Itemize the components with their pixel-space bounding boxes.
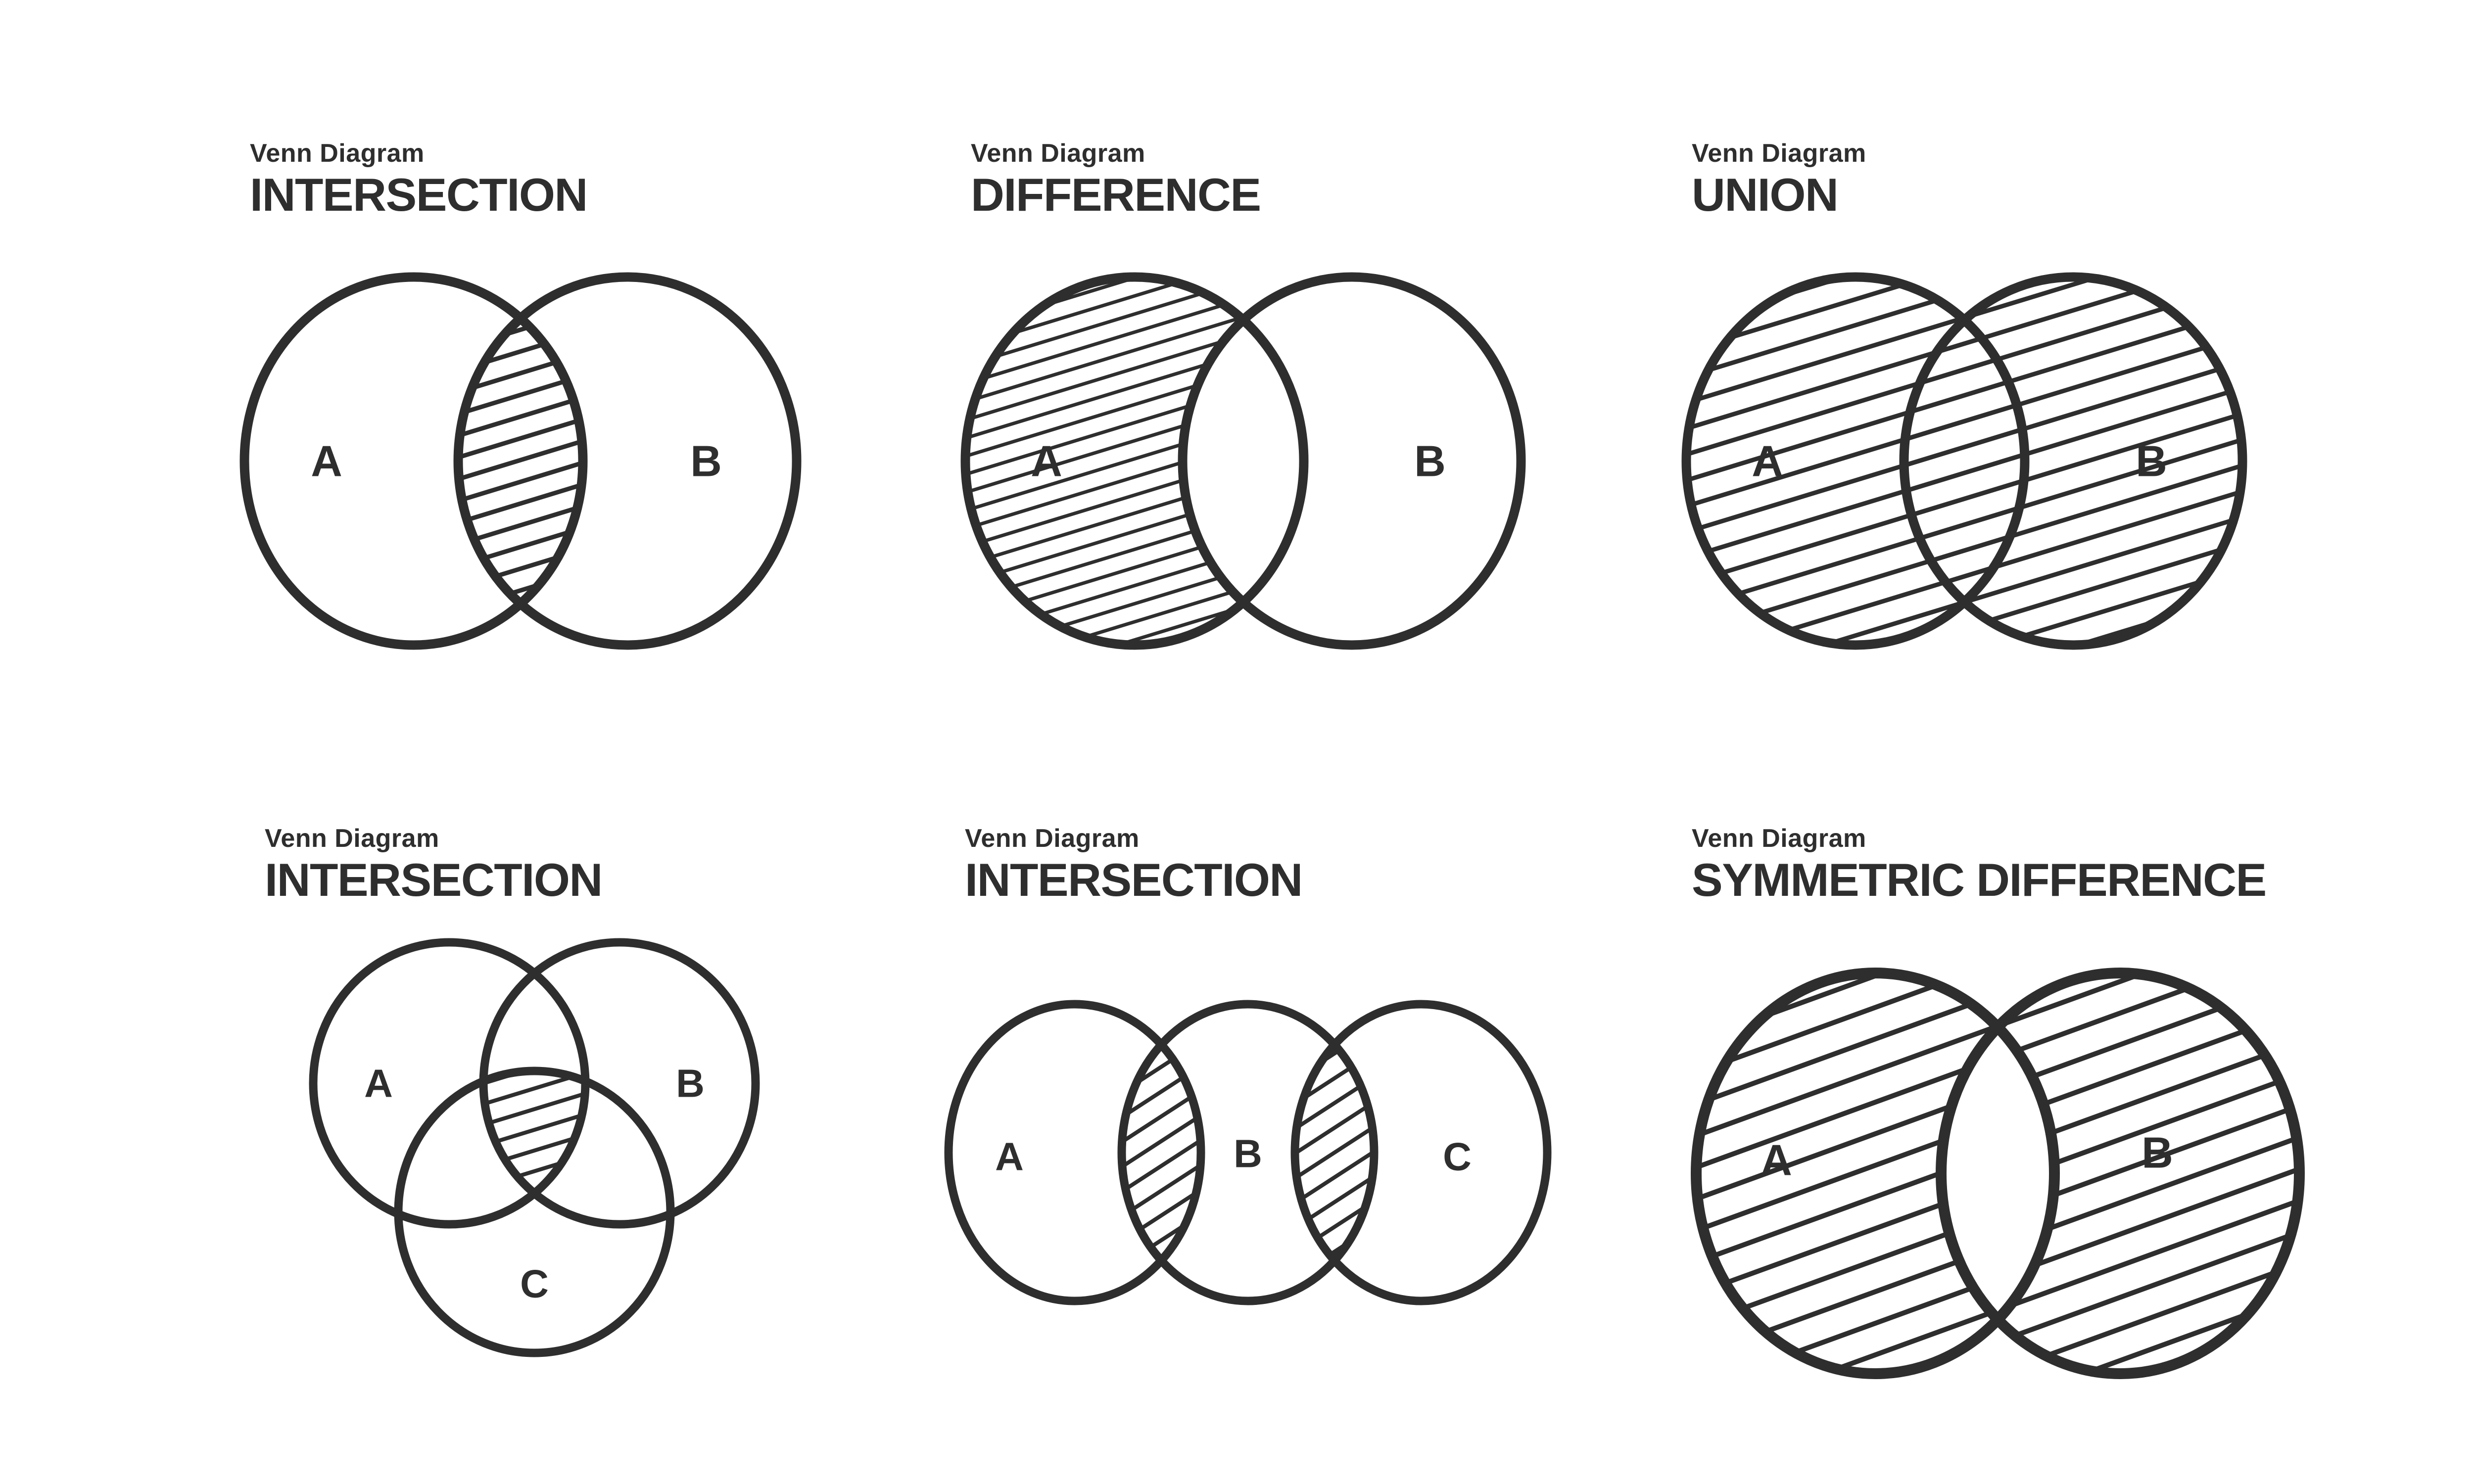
panel-kicker: Venn Diagram xyxy=(265,824,439,853)
panel-title: SYMMETRIC DIFFERENCE xyxy=(1692,854,2267,906)
venn-intersection-row-abc: A B C xyxy=(944,1000,1552,1305)
set-label-b: B xyxy=(2141,1128,2173,1177)
panel-title: UNION xyxy=(1692,169,1839,221)
panel-header-symmetric-difference-ab: Venn Diagram SYMMETRIC DIFFERENCE xyxy=(1692,824,2267,906)
set-label-b: B xyxy=(676,1062,705,1106)
set-label-b: B xyxy=(1234,1132,1262,1176)
panel-title: DIFFERENCE xyxy=(971,169,1261,221)
set-label-a: A xyxy=(364,1062,393,1106)
panel-header-intersection-row-abc: Venn Diagram INTERSECTION xyxy=(965,824,1303,906)
set-label-c: C xyxy=(1443,1135,1472,1179)
panel-kicker: Venn Diagram xyxy=(965,824,1140,853)
panel-kicker: Venn Diagram xyxy=(971,139,1145,168)
set-label-b: B xyxy=(690,437,722,486)
set-label-a: A xyxy=(1031,437,1062,486)
panel-title: INTERSECTION xyxy=(265,854,603,906)
set-label-b: B xyxy=(2136,437,2167,486)
panel-title: INTERSECTION xyxy=(250,169,588,221)
panel-header-intersection-ab: Venn Diagram INTERSECTION xyxy=(250,139,588,221)
set-label-a: A xyxy=(1760,1136,1792,1185)
set-label-a: A xyxy=(1752,437,1783,486)
set-label-a: A xyxy=(311,437,342,486)
venn-intersection-abc: A B C xyxy=(309,938,760,1357)
set-label-b: B xyxy=(1414,437,1446,486)
panel-kicker: Venn Diagram xyxy=(1692,139,1866,168)
set-label-c: C xyxy=(520,1262,549,1306)
panel-header-difference-ab: Venn Diagram DIFFERENCE xyxy=(971,140,1261,218)
panel-header-union-ab: Venn Diagram UNION xyxy=(1692,140,1866,218)
panel-kicker: Venn Diagram xyxy=(1692,824,1866,853)
panel-header-intersection-abc: Venn Diagram INTERSECTION xyxy=(265,824,603,906)
panel-kicker: Venn Diagram xyxy=(250,139,425,168)
panel-title: INTERSECTION xyxy=(965,854,1303,906)
set-label-a: A xyxy=(995,1135,1024,1179)
